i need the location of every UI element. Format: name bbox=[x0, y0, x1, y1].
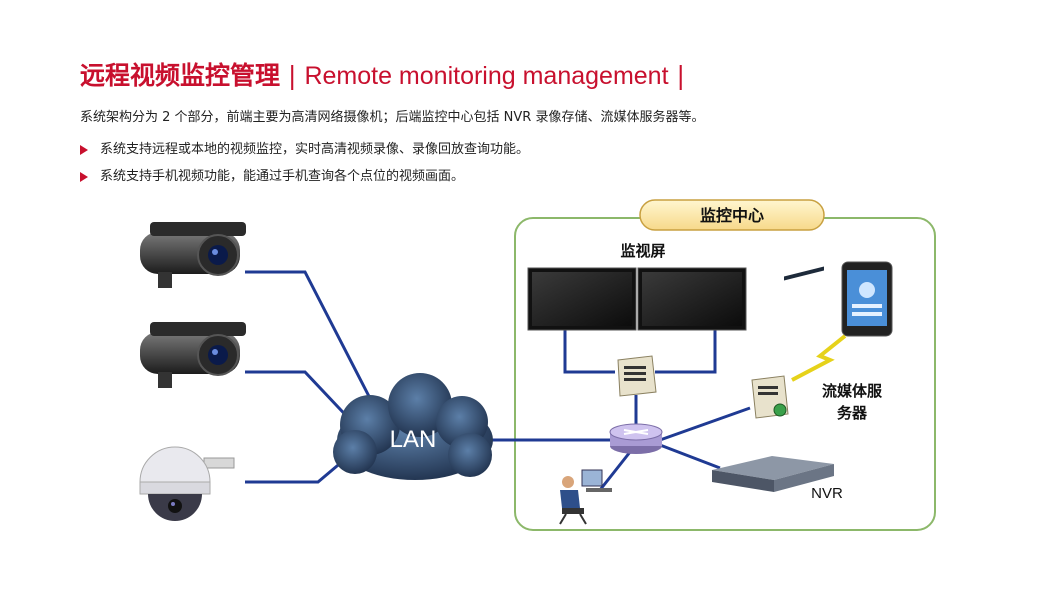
monitor-wall-icon bbox=[527, 267, 747, 331]
lan-cloud-icon bbox=[333, 373, 493, 480]
title-english: Remote monitoring management bbox=[304, 62, 669, 90]
link-nvr bbox=[659, 443, 721, 470]
nvr-device-icon bbox=[712, 266, 834, 492]
bullet-camera-2-icon bbox=[140, 322, 246, 388]
monitoring-center-badge bbox=[639, 199, 825, 231]
lan-label: LAN bbox=[390, 426, 437, 453]
monitor-wall-label: 监视屏 bbox=[620, 242, 665, 260]
bullet-arrow-icon bbox=[80, 171, 88, 182]
smartphone-icon bbox=[841, 261, 893, 337]
link-operator bbox=[598, 451, 632, 491]
bullet-text: 系统支持远程或本地的视频监控，实时高清视频录像、录像回放查询功能。 bbox=[100, 142, 530, 157]
streaming-server-icon bbox=[751, 375, 789, 419]
bullet-item: 系统支持手机视频功能，能通过手机查询各个点位的视频画面。 bbox=[80, 165, 464, 184]
page-title: 远程视频监控管理|Remote monitoring management| bbox=[80, 56, 693, 92]
dome-camera-icon bbox=[139, 446, 235, 521]
link-camera-1 bbox=[245, 270, 377, 409]
link-streaming-server bbox=[659, 406, 751, 442]
connection-lines bbox=[245, 270, 751, 491]
title-separator: | bbox=[288, 61, 297, 90]
bullet-camera-1-icon bbox=[140, 222, 246, 288]
bullet-arrow-icon bbox=[80, 144, 88, 155]
streaming-server-label-line1: 流媒体服 bbox=[822, 382, 883, 400]
title-chinese: 远程视频监控管理 bbox=[80, 61, 281, 90]
host-server-icon bbox=[617, 355, 657, 397]
wireless-signal-icon bbox=[791, 334, 847, 382]
nvr-label: NVR bbox=[811, 485, 843, 502]
operator-workstation-icon bbox=[559, 469, 612, 525]
network-switch-icon bbox=[609, 423, 663, 454]
link-monitor-left bbox=[563, 330, 615, 374]
monitoring-center-label: 监控中心 bbox=[700, 206, 764, 225]
intro-text: 系统架构分为 2 个部分，前端主要为高清网络摄像机；后端监控中心包括 NVR 录… bbox=[80, 110, 705, 125]
bullet-item: 系统支持远程或本地的视频监控，实时高清视频录像、录像回放查询功能。 bbox=[80, 138, 529, 157]
title-separator-end: | bbox=[676, 61, 685, 90]
bullet-text: 系统支持手机视频功能，能通过手机查询各个点位的视频画面。 bbox=[100, 169, 465, 184]
link-monitor-right bbox=[655, 330, 717, 374]
link-camera-2 bbox=[245, 370, 357, 427]
streaming-server-label-line2: 务器 bbox=[837, 404, 868, 422]
